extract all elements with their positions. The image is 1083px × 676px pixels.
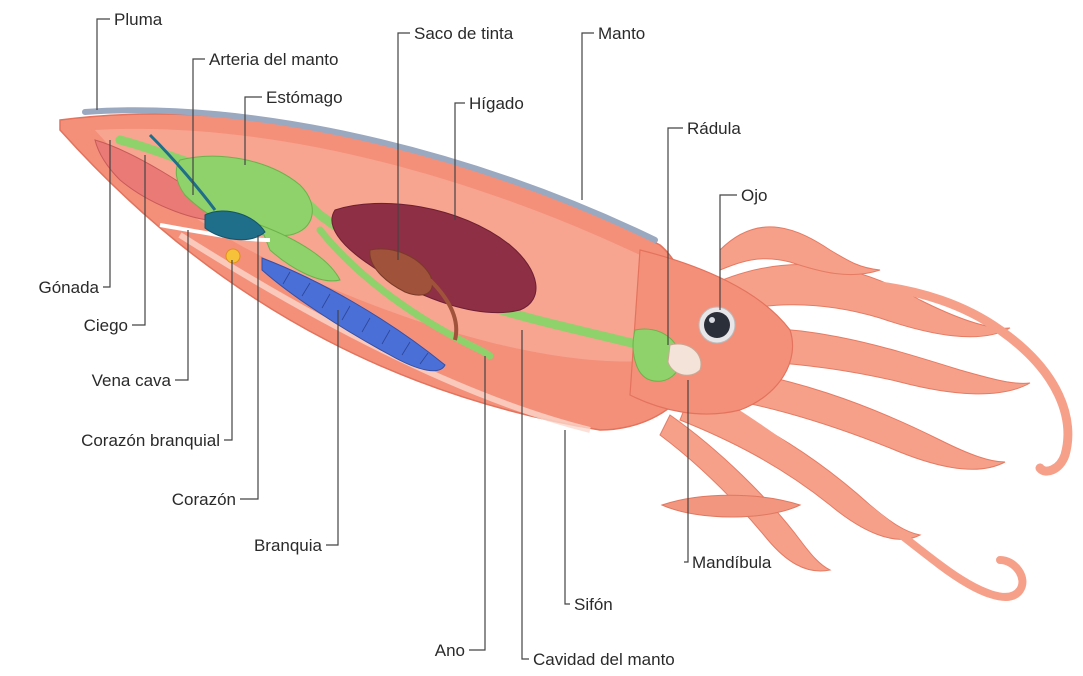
label-mandibula: Mandíbula <box>692 553 772 572</box>
label-higado: Hígado <box>469 94 524 113</box>
label-ciego: Ciego <box>84 316 128 335</box>
label-sifon: Sifón <box>574 595 613 614</box>
label-radula: Rádula <box>687 119 741 138</box>
eye-highlight <box>709 317 715 323</box>
label-corazon-branquial: Corazón branquial <box>81 431 220 450</box>
branchial-heart <box>226 249 240 263</box>
label-ano: Ano <box>435 641 465 660</box>
label-vena-cava: Vena cava <box>92 371 172 390</box>
label-pluma: Pluma <box>114 10 163 29</box>
label-corazon: Corazón <box>172 490 236 509</box>
label-gonada: Gónada <box>39 278 100 297</box>
eye <box>704 312 730 338</box>
label-ojo: Ojo <box>741 186 767 205</box>
label-saco-de-tinta: Saco de tinta <box>414 24 514 43</box>
label-manto: Manto <box>598 24 645 43</box>
label-arteria-del-manto: Arteria del manto <box>209 50 338 69</box>
label-branquia: Branquia <box>254 536 323 555</box>
label-cavidad-del-manto: Cavidad del manto <box>533 650 675 669</box>
label-estomago: Estómago <box>266 88 343 107</box>
